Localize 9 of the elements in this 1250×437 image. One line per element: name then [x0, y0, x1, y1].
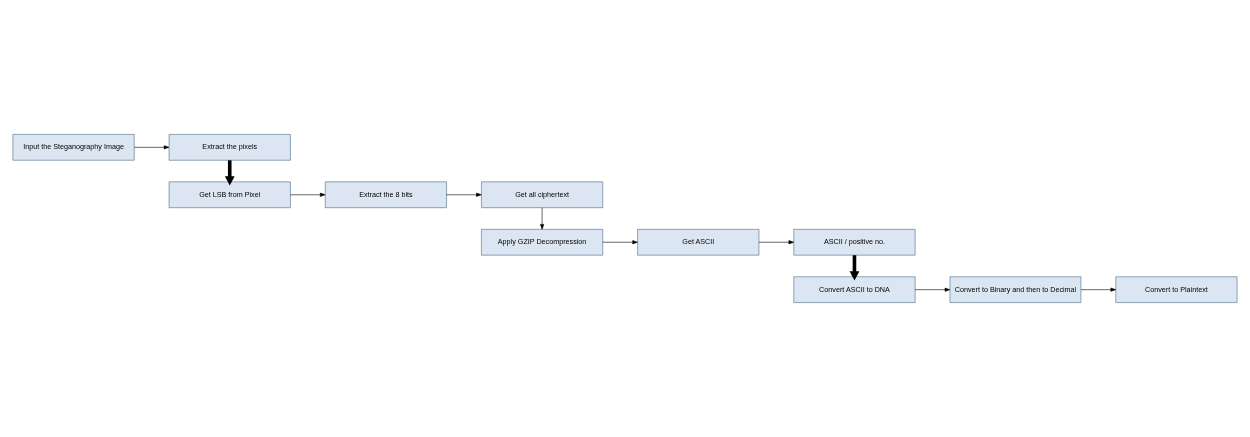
arrow	[540, 207, 545, 230]
arrow	[133, 145, 170, 150]
arrow	[446, 192, 482, 197]
arrow	[602, 240, 638, 245]
arrow	[290, 192, 326, 197]
arrow	[758, 240, 794, 245]
arrow	[224, 160, 235, 186]
arrow	[914, 287, 951, 292]
arrow	[1080, 287, 1116, 292]
